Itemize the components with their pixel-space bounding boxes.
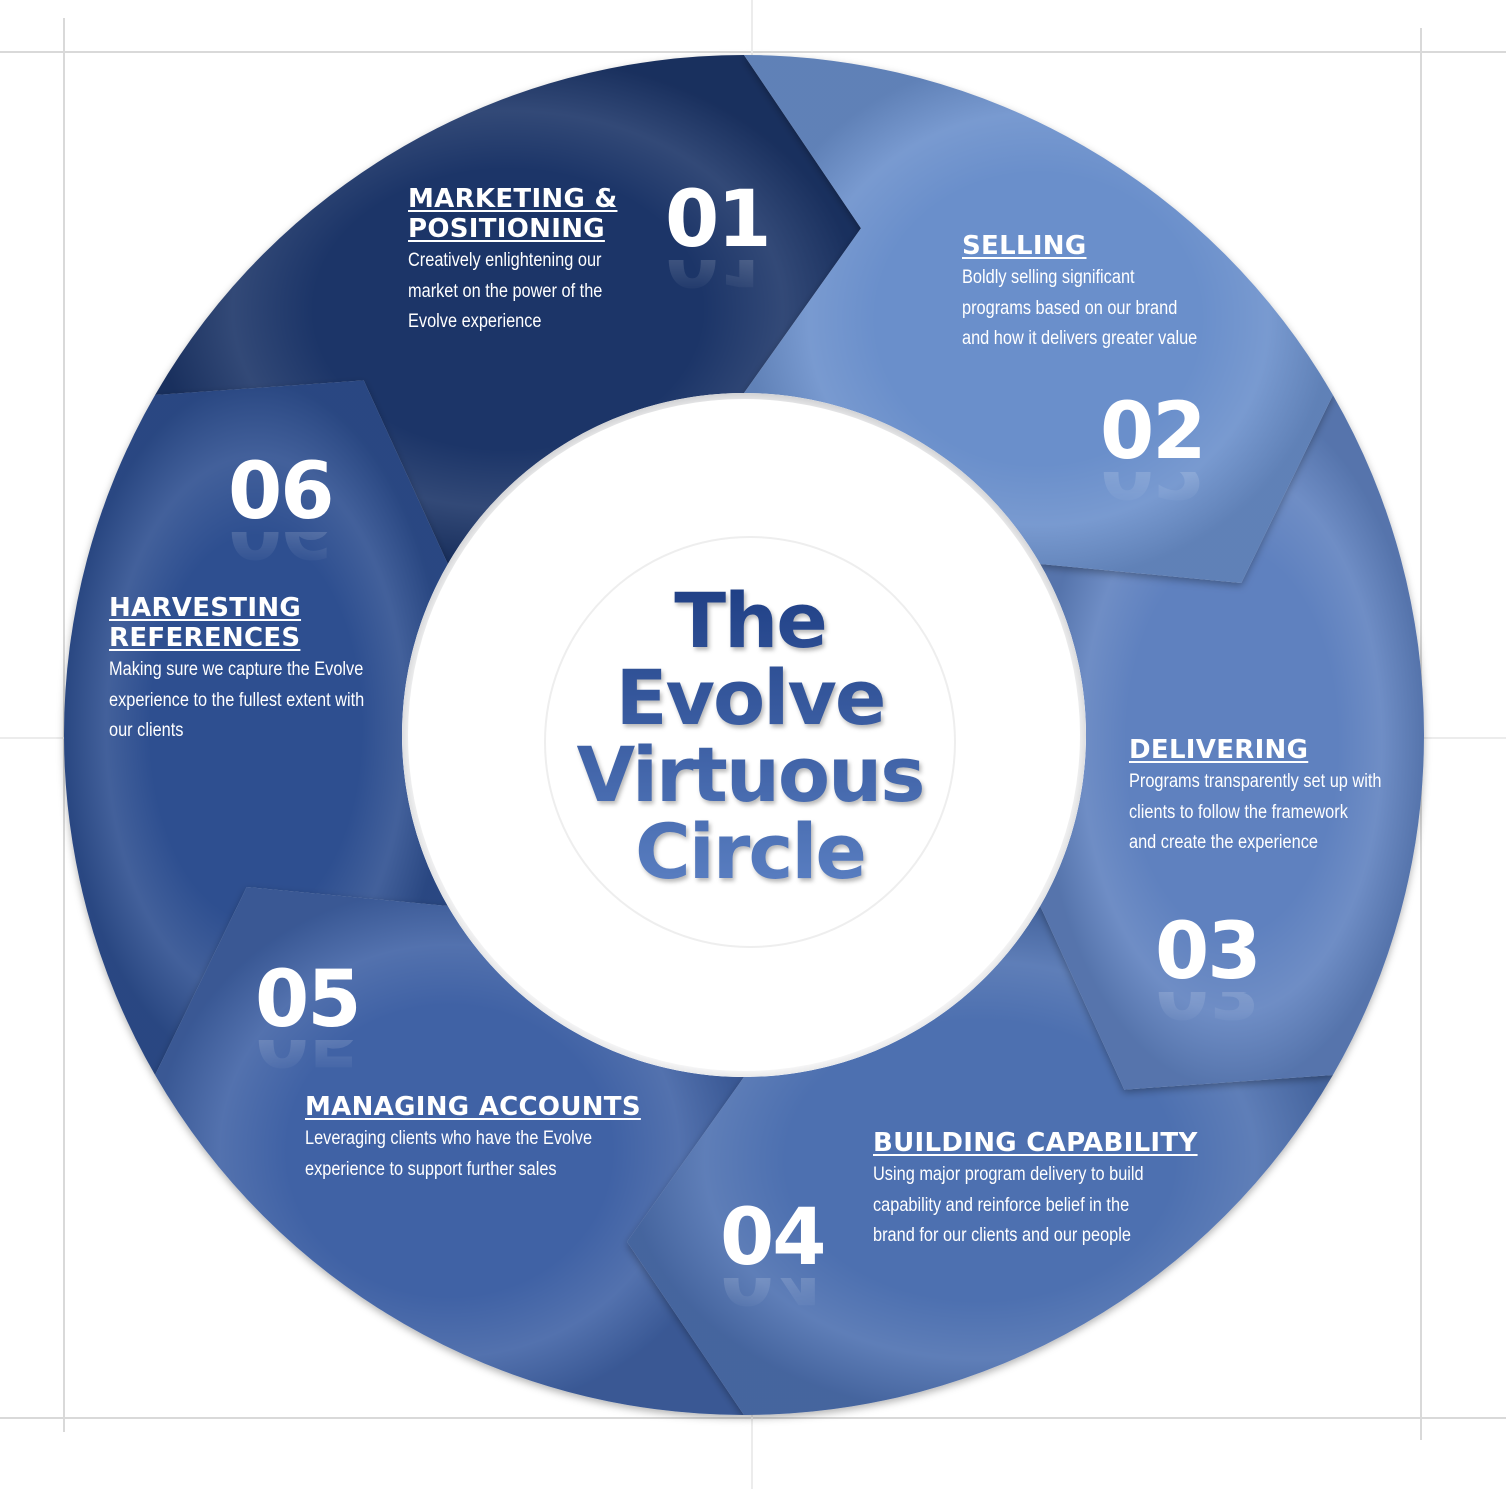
segment-title: BUILDING CAPABILITY [873,1128,1198,1158]
center-title-line: Virtuous [576,730,924,819]
segment-description: Using major program delivery to build ca… [873,1164,1144,1246]
ring-segment-bevel [1040,395,1425,1090]
segment-title: SELLING [962,231,1087,261]
segment-number: 06 [228,447,335,537]
segment-description: Leveraging clients who have the Evolve e… [305,1128,593,1180]
segment-description: Boldly selling significant programs base… [962,267,1198,349]
segment-description: Creatively enlightening our market on th… [408,250,603,332]
segment-number: 01 [665,175,772,265]
segment-number: 05 [255,955,362,1045]
segment-number: 04 [720,1193,827,1283]
ring-segment-managing-accounts [63,380,448,1075]
segment-title: MANAGING ACCOUNTS [305,1092,641,1122]
ring-segment-bevel [744,55,1333,583]
segment-number-reflection: 06 [228,532,333,568]
segment-number: 02 [1100,387,1207,477]
center-title-line: Circle [635,807,865,896]
center-guide-circle [544,536,956,948]
segment-description: Making sure we capture the Evolve experi… [109,659,365,741]
segment-label-selling: SELLING Boldly selling significant progr… [962,231,1262,355]
segment-label-marketing: MARKETING & POSITIONING Creatively enlig… [408,184,638,338]
segment-number-01: 01 01 [665,180,772,296]
ring [63,55,1425,1415]
segment-number-reflection: 02 [1100,472,1205,508]
segment-number-reflection: 05 [255,1040,360,1076]
segment-number-06: 06 06 [228,452,335,568]
segment-number-03: 03 03 [1155,912,1262,1028]
ring-segment-harvesting-references [155,55,862,564]
segment-label-building-capability: BUILDING CAPABILITY Using major program … [873,1128,1203,1252]
center-title-line: The [674,576,826,665]
center-title-line: Evolve [615,653,885,742]
segment-number-reflection: 01 [665,260,770,296]
ring-segment-building-capability [155,887,745,1415]
segment-number-reflection: 03 [1155,992,1260,1028]
segment-label-harvesting-references: HARVESTING REFERENCES Making sure we cap… [109,593,409,747]
segment-title: HARVESTING REFERENCES [109,593,302,653]
segment-number-04: 04 04 [720,1198,827,1314]
ring-segment-marketing [744,55,1333,583]
segment-label-managing-accounts: MANAGING ACCOUNTS Leveraging clients who… [305,1092,645,1185]
ring-segment-delivering [627,906,1333,1415]
center-title: The Evolve Virtuous Circle [520,582,980,890]
segment-description: Programs transparently set up with clien… [1129,771,1382,853]
ring-segment-selling [1040,395,1425,1090]
center-disc-face [408,399,1080,1071]
segment-number-02: 02 02 [1100,392,1207,508]
segment-title: DELIVERING [1129,735,1309,765]
ring-segment-bevel [63,380,448,1075]
segment-number: 03 [1155,907,1262,997]
segment-label-delivering: DELIVERING Programs transparently set up… [1129,735,1429,859]
segment-title: MARKETING & POSITIONING [408,184,618,244]
ring-segment-bevel [155,887,745,1415]
segment-number-reflection: 04 [720,1278,825,1314]
segment-number-05: 05 05 [255,960,362,1076]
ring-segment-bevel [627,906,1333,1415]
ring-segment-bevel [155,55,862,564]
